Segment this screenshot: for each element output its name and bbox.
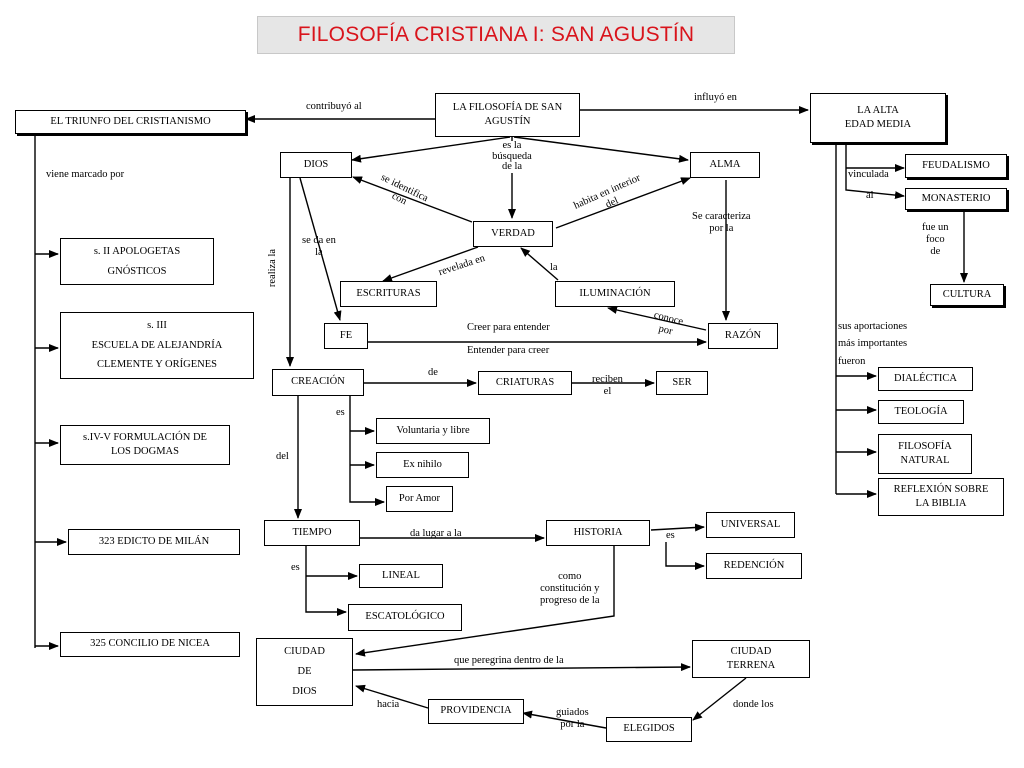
node-dios: DIOS xyxy=(280,152,352,178)
node-edicto-milan: 323 EDICTO DE MILÁN xyxy=(68,529,240,555)
node-alma: ALMA xyxy=(690,152,760,178)
node-cultura: CULTURA xyxy=(930,284,1004,306)
link-aportaciones: sus aportaciones más importantes fueron xyxy=(838,321,908,367)
page-title: FILOSOFÍA CRISTIANA I: SAN AGUSTÍN xyxy=(257,16,735,54)
link-como: como constitución y progreso de la xyxy=(540,571,600,607)
node-razon: RAZÓN xyxy=(708,323,778,349)
node-formulacion-dogmas: s.IV-V FORMULACIÓN DE LOS DOGMAS xyxy=(60,425,230,465)
node-apologetas: s. II APOLOGETAS GNÓSTICOS xyxy=(60,238,214,285)
node-providencia: PROVIDENCIA xyxy=(428,699,524,724)
node-ser: SER xyxy=(656,371,708,395)
node-universal: UNIVERSAL xyxy=(706,512,795,538)
link-se-da: se da en la xyxy=(302,235,336,259)
node-por-amor: Por Amor xyxy=(386,486,453,512)
node-historia: HISTORIA xyxy=(546,520,650,546)
node-filosofia-san-agustin: LA FILOSOFÍA DE SAN AGUSTÍN xyxy=(435,93,580,137)
link-entender: Entender para creer xyxy=(467,345,550,356)
link-al: al xyxy=(866,190,874,201)
link-creer: Creer para entender xyxy=(467,322,550,333)
link-da-lugar: da lugar a la xyxy=(410,528,462,539)
link-hacia: hacia xyxy=(377,699,400,710)
node-verdad: VERDAD xyxy=(473,221,553,247)
node-monasterio: MONASTERIO xyxy=(905,188,1007,210)
node-filosofia-natural: FILOSOFÍA NATURAL xyxy=(878,434,972,474)
node-ciudad-de-dios: CIUDAD DE DIOS xyxy=(256,638,353,706)
node-iluminacion: ILUMINACIÓN xyxy=(555,281,675,307)
node-criaturas: CRIATURAS xyxy=(478,371,572,395)
node-ciudad-terrena: CIUDAD TERRENA xyxy=(692,640,810,678)
node-concilio-nicea: 325 CONCILIO DE NICEA xyxy=(60,632,240,657)
link-de: de xyxy=(428,367,438,378)
node-fe: FE xyxy=(324,323,368,349)
node-redencion: REDENCIÓN xyxy=(706,553,802,579)
link-viene-marcado: viene marcado por xyxy=(46,169,125,180)
node-triunfo-cristianismo: EL TRIUNFO DEL CRISTIANISMO xyxy=(15,110,246,134)
link-es-creacion: es xyxy=(336,407,345,418)
node-escatologico: ESCATOLÓGICO xyxy=(348,604,462,631)
node-voluntaria-libre: Voluntaria y libre xyxy=(376,418,490,444)
node-escrituras: ESCRITURAS xyxy=(340,281,437,307)
link-reciben: reciben el xyxy=(592,374,623,398)
link-fue-foco: fue un foco de xyxy=(922,222,949,258)
link-es-busqueda: es la búsqueda de la xyxy=(490,140,534,173)
node-alta-edad-media: LA ALTA EDAD MEDIA xyxy=(810,93,946,143)
link-contribuyo: contribuyó al xyxy=(306,101,362,112)
link-caracteriza: Se caracteriza por la xyxy=(692,211,751,235)
link-realiza: realiza la xyxy=(267,248,279,288)
link-vinculada: vinculada xyxy=(848,169,889,180)
node-ex-nihilo: Ex nihilo xyxy=(376,452,469,478)
node-tiempo: TIEMPO xyxy=(264,520,360,546)
node-reflexion-biblia: REFLEXIÓN SOBRE LA BIBLIA xyxy=(878,478,1004,516)
link-es-historia: es xyxy=(666,530,675,541)
node-lineal: LINEAL xyxy=(359,564,443,588)
node-escuela-alejandria: s. III ESCUELA DE ALEJANDRÍA CLEMENTE Y … xyxy=(60,312,254,379)
link-la: la xyxy=(550,262,558,273)
link-donde: donde los xyxy=(733,699,774,710)
node-feudalismo: FEUDALISMO xyxy=(905,154,1007,178)
link-peregrina: que peregrina dentro de la xyxy=(454,655,564,666)
link-guiados: guiados por la xyxy=(556,707,589,731)
link-del: del xyxy=(276,451,289,462)
node-elegidos: ELEGIDOS xyxy=(606,717,692,742)
node-creacion: CREACIÓN xyxy=(272,369,364,396)
link-es-tiempo: es xyxy=(291,562,300,573)
link-influyo: influyó en xyxy=(694,92,737,103)
node-teologia: TEOLOGÍA xyxy=(878,400,964,424)
node-dialectica: DIALÉCTICA xyxy=(878,367,973,391)
